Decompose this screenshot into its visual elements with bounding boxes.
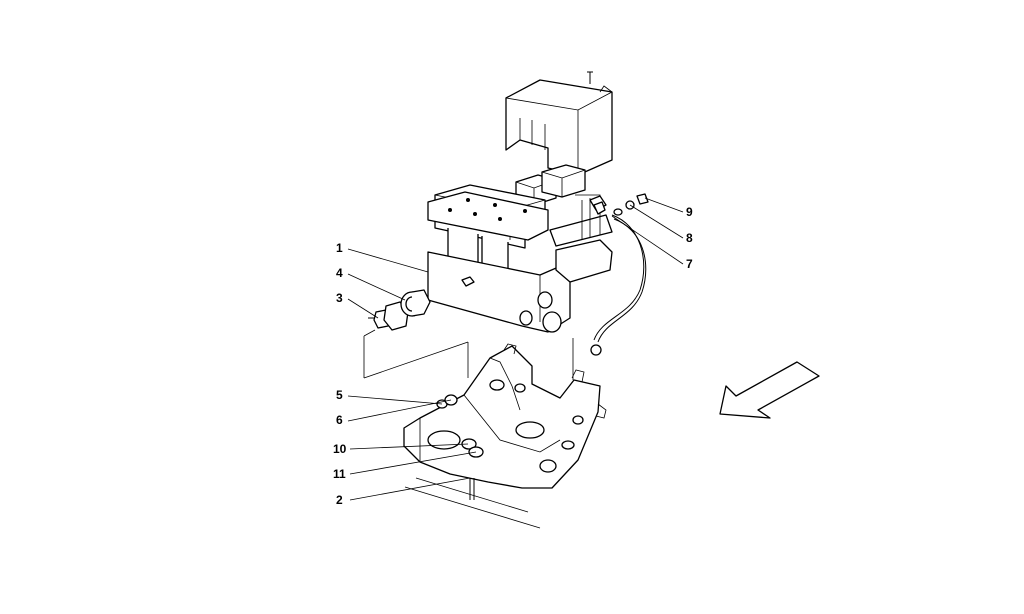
- callout-4: 4: [336, 266, 343, 280]
- unit-cover: [505, 71, 613, 176]
- callout-11: 11: [333, 467, 346, 481]
- front-direction-arrow-icon: [719, 361, 820, 419]
- callout-8: 8: [686, 231, 693, 245]
- callout-leader-lines: [347, 197, 684, 501]
- callout-6: 6: [336, 413, 343, 427]
- assembly-bracket-lines: [363, 329, 469, 379]
- callout-9: 9: [686, 205, 693, 219]
- callout-7: 7: [686, 257, 693, 271]
- spacer-bush: [400, 289, 431, 317]
- callout-10: 10: [333, 442, 347, 456]
- anti-vibration-mount: [368, 301, 409, 331]
- callout-1: 1: [336, 241, 343, 255]
- mounting-bracket: [403, 343, 607, 489]
- callout-2: 2: [336, 493, 343, 507]
- hydraulic-control-unit: [427, 184, 613, 333]
- callout-5: 5: [336, 388, 343, 402]
- callout-3: 3: [336, 291, 343, 305]
- ground-lines: [404, 338, 574, 529]
